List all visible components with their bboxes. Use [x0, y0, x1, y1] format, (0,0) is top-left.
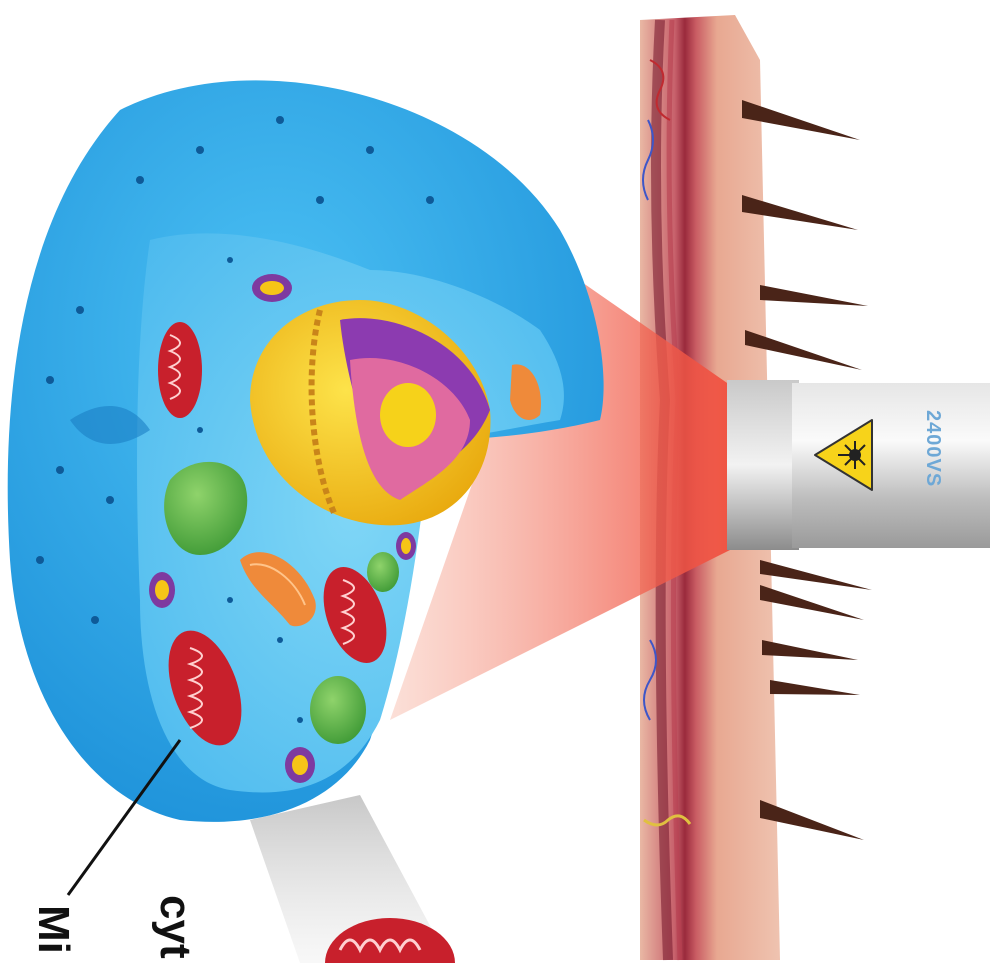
device-model-label: 2400VS	[921, 410, 944, 487]
laser-handpiece	[727, 380, 990, 550]
mitochondria-label: Mi	[28, 905, 78, 954]
cytoplasm-label: cyt	[150, 895, 200, 959]
